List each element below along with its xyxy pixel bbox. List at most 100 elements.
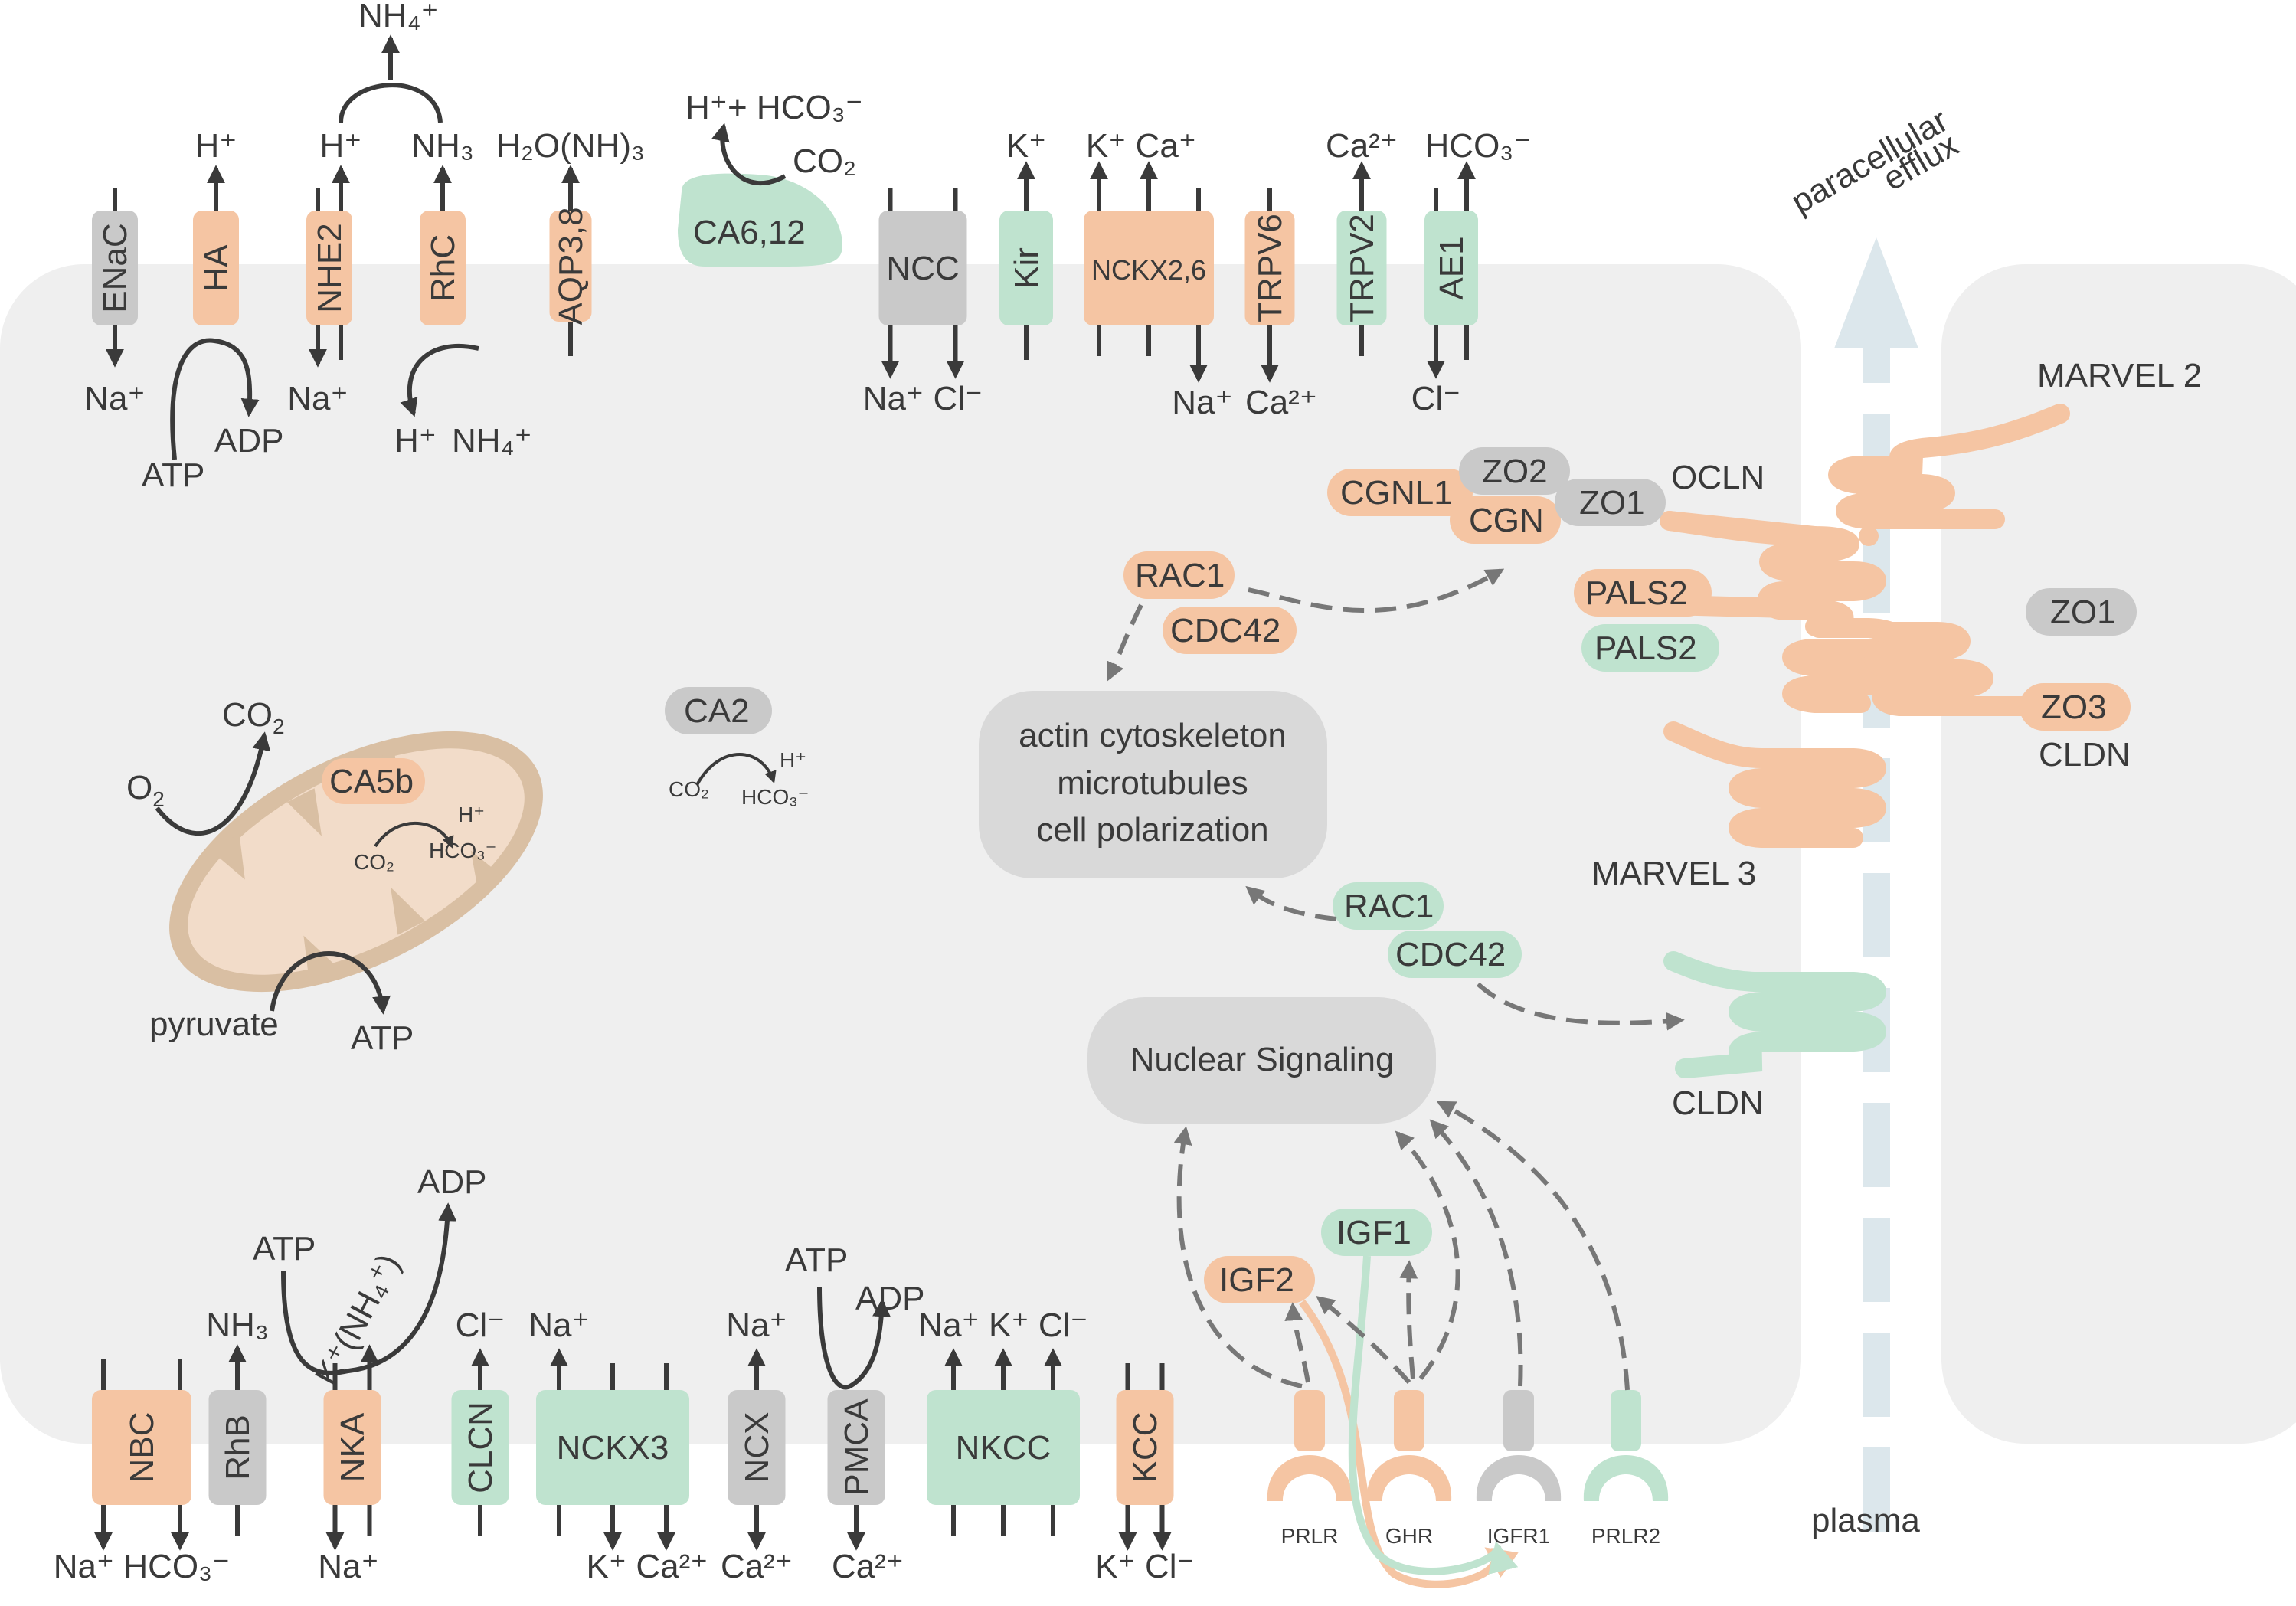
pmca-atp-adp-arrow xyxy=(817,1286,891,1390)
nka-adp-label: ADP xyxy=(417,1163,486,1201)
channel-body xyxy=(827,1390,885,1505)
ca5b-hco3: HCO₃⁻ xyxy=(429,839,496,862)
ca2-h: H⁺ xyxy=(780,748,806,772)
mito-atp-label: ATP xyxy=(351,1019,414,1057)
claudin-right-protein xyxy=(1864,622,2032,716)
rac1-bottom-pill xyxy=(1333,882,1444,930)
nacl-label: Na⁺ Cl⁻ xyxy=(863,380,983,417)
cldn-green-protein xyxy=(1663,951,1886,1078)
top-channel-enac: ENaC Na⁺ xyxy=(84,188,146,417)
igfr1-nuclear-arrow xyxy=(1429,1119,1523,1387)
na-label: Na⁺ xyxy=(318,1548,378,1585)
channel-name: CLCN xyxy=(462,1402,499,1493)
plasma-label: plasma xyxy=(1811,1502,1920,1539)
prlr-igf2-arrow xyxy=(1284,1302,1310,1383)
channel-name: NCKX2,6 xyxy=(1091,254,1206,286)
channel-body xyxy=(306,211,352,325)
main-cell xyxy=(0,264,1801,1444)
cgnl1-pill xyxy=(1327,469,1473,516)
receptor-stalk xyxy=(1503,1390,1534,1451)
ha-atp-arrow xyxy=(170,338,260,460)
cytoskeleton-line3: cell polarization xyxy=(1036,811,1268,849)
ca-label: Ca²⁺ xyxy=(1326,127,1398,165)
zo3-pill xyxy=(2020,683,2131,731)
zo1-right-label: ZO1 xyxy=(2050,594,2116,631)
ca5b-h: H⁺ xyxy=(458,803,485,826)
cl-label: Cl⁻ xyxy=(1411,380,1461,417)
cgnl1-label: CGNL1 xyxy=(1340,474,1453,512)
ca2-reaction-arrow xyxy=(695,753,777,786)
prlr2-nuclear-arrow xyxy=(1436,1101,1630,1391)
zo1-left-label: ZO1 xyxy=(1579,484,1645,522)
rhc-h-label: H⁺ xyxy=(394,422,437,460)
cldn-bottom-label: CLDN xyxy=(1672,1084,1764,1122)
ocln-label: OCLN xyxy=(1671,459,1765,496)
nka-atp-label: ATP xyxy=(253,1230,316,1267)
na-label: Na⁺ xyxy=(84,380,145,417)
channel-body xyxy=(1084,211,1214,325)
top-channel-trpv2: TRPV2 Ca²⁺ xyxy=(1326,127,1398,356)
ca6-products-label: H⁺+ HCO₃⁻ xyxy=(685,89,863,126)
co2-mito-label: CO2 xyxy=(222,696,285,738)
nh4-top-label: NH₄⁺ xyxy=(358,0,439,34)
ca2-co2: CO₂ xyxy=(669,777,709,801)
cdc42-top-pill xyxy=(1163,607,1297,654)
mitochondrion xyxy=(169,731,543,993)
rac1-bottom-label: RAC1 xyxy=(1344,888,1434,925)
cdc42-cgn-arrow xyxy=(1248,568,1505,613)
cdc42-bottom-pill xyxy=(1388,931,1522,978)
channel-name: AE1 xyxy=(1433,236,1470,299)
channel-name: NBC xyxy=(123,1412,161,1483)
nakcl-label: Na⁺ K⁺ Cl⁻ xyxy=(918,1307,1087,1344)
channel-body xyxy=(927,1390,1080,1505)
channel-name: ENaC xyxy=(96,223,134,312)
cdc42-bottom-label: CDC42 xyxy=(1395,936,1506,973)
nh3-label: NH₃ xyxy=(206,1307,268,1344)
zo1-left-pill xyxy=(1555,479,1666,526)
channel-body xyxy=(92,211,138,325)
cytoskeleton-line2: microtubules xyxy=(1057,764,1248,802)
receptor-label: IGFR1 xyxy=(1487,1524,1550,1548)
zo3-label: ZO3 xyxy=(2041,689,2107,726)
ca6-label: CA6,12 xyxy=(693,214,806,251)
channel-name: NKA xyxy=(334,1412,371,1482)
pals2-green-pill xyxy=(1581,624,1719,672)
channel-name: TRPV2 xyxy=(1343,214,1381,322)
channel-body xyxy=(1336,211,1387,325)
igf1-ligand-path xyxy=(1348,1255,1519,1575)
na-label: Na⁺ xyxy=(287,380,348,417)
receptor-label: GHR xyxy=(1385,1524,1433,1548)
channel-name: Kir xyxy=(1008,247,1045,289)
receptor-binding-cup xyxy=(1267,1455,1352,1501)
na-label: Na⁺ xyxy=(726,1307,787,1344)
zo2-pill xyxy=(1459,447,1570,495)
pmca-adp-label: ADP xyxy=(855,1280,924,1317)
prlr-nuclear-arrow xyxy=(1173,1126,1303,1388)
igf2-pill xyxy=(1204,1256,1315,1303)
pmca-atp-label: ATP xyxy=(785,1241,848,1279)
h-label: H⁺ xyxy=(320,127,362,165)
igf2-label: IGF2 xyxy=(1219,1261,1294,1299)
ca2-label: CA2 xyxy=(684,692,750,730)
cdc42-top-label: CDC42 xyxy=(1170,612,1280,649)
kcl-label: K⁺ Cl⁻ xyxy=(1095,1548,1195,1585)
receptor-prlr: PRLR xyxy=(1267,1390,1352,1548)
rhc-h-arrow xyxy=(400,343,479,417)
ca2-hco3: HCO₃⁻ xyxy=(741,785,809,809)
top-channel-nckx2-6: NCKX2,6K⁺ Ca⁺Na⁺ xyxy=(1084,127,1233,421)
receptor-prlr2: PRLR2 xyxy=(1583,1390,1669,1548)
nh4-combine-arrow xyxy=(339,83,443,123)
rhc-nh4-label: NH₄⁺ xyxy=(452,422,532,460)
receptor-label: PRLR xyxy=(1281,1524,1339,1548)
